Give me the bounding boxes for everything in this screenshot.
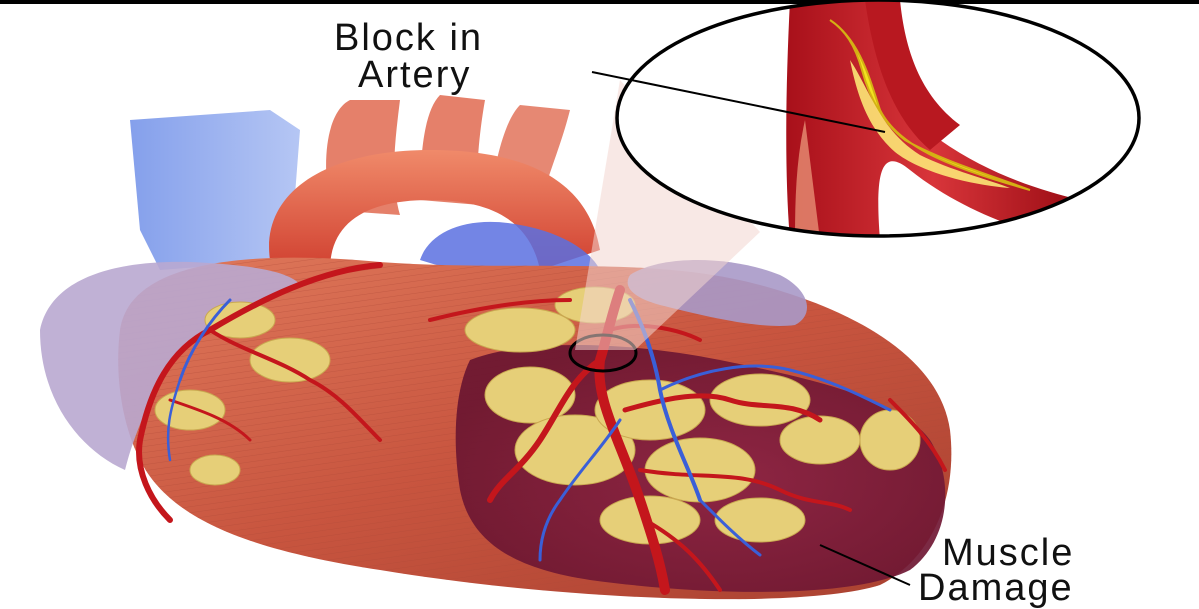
top-border xyxy=(0,0,1199,4)
block-label-line1: Block in xyxy=(334,17,483,59)
block-label-line2: Artery xyxy=(358,54,471,96)
artery-inset xyxy=(617,0,1139,240)
damage-label-line2: Damage xyxy=(918,567,1074,609)
